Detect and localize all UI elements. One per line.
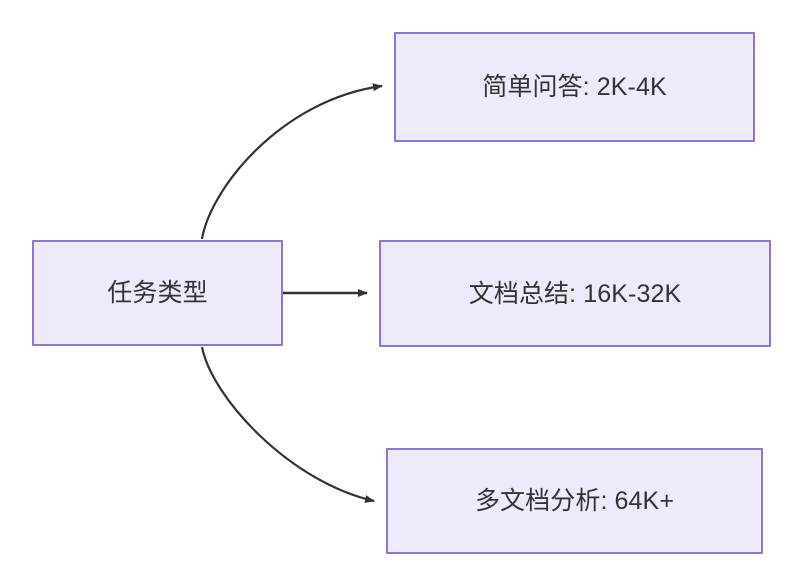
- node-multi-doc-label: 多文档分析: 64K+: [474, 487, 675, 515]
- node-multi-doc[interactable]: 多文档分析: 64K+: [386, 448, 763, 554]
- node-doc-sum[interactable]: 文档总结: 16K-32K: [379, 240, 771, 347]
- node-doc-sum-label: 文档总结: 16K-32K: [468, 279, 682, 308]
- node-simple-qa-label: 简单问答: 2K-4K: [482, 73, 667, 101]
- node-root-label: 任务类型: [107, 279, 208, 307]
- node-root[interactable]: 任务类型: [32, 240, 283, 346]
- edge-root-simple-qa: [200, 83, 383, 240]
- edge-root-multi-doc: [200, 346, 375, 503]
- node-simple-qa[interactable]: 简单问答: 2K-4K: [394, 32, 755, 142]
